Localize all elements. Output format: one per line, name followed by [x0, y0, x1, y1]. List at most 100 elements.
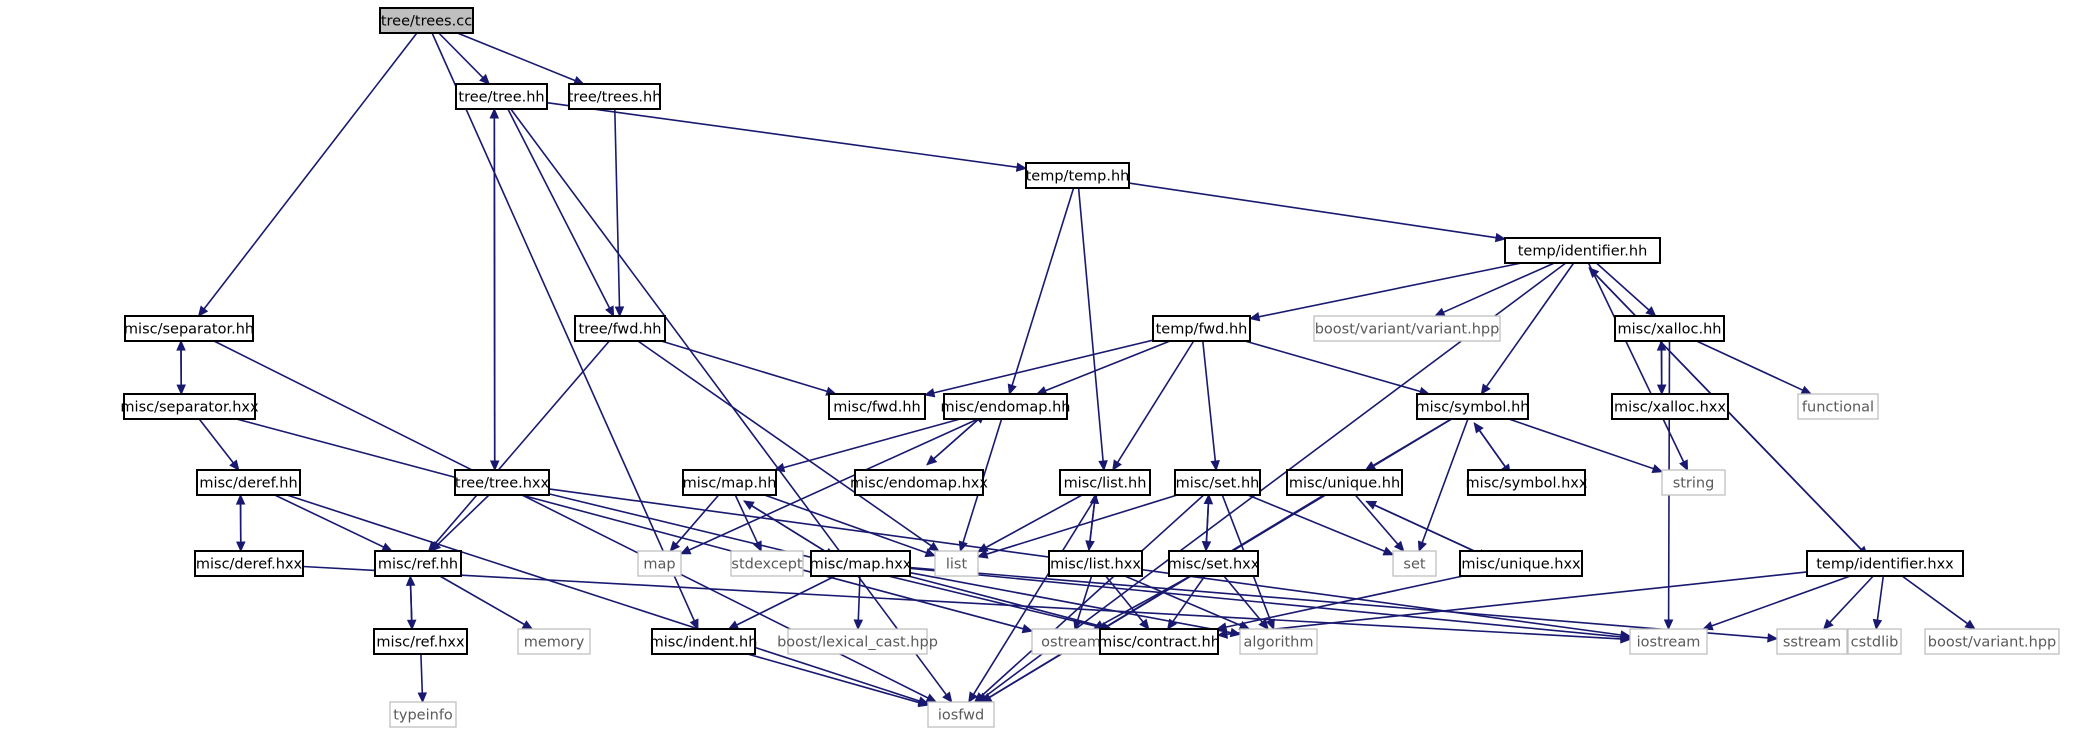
arrowhead-temp_identifier_hxx-to-misc_contract_hh [1216, 629, 1228, 639]
node-misc-unique-hh[interactable]: misc/unique.hh [1286, 469, 1403, 496]
node-misc-contract-hh[interactable]: misc/contract.hh [1098, 628, 1220, 655]
node-misc-endomap-hxx[interactable]: misc/endomap.hxx [850, 469, 988, 496]
node-label: misc/ref.hxx [376, 635, 465, 651]
node-label: misc/list.hxx [1050, 557, 1141, 573]
node-misc-separator-hh[interactable]: misc/separator.hh [124, 315, 254, 342]
edge-misc_set_hh-to-iosfwd [980, 494, 1205, 697]
node-tree-fwd-hh[interactable]: tree/fwd.hh [574, 315, 666, 342]
node-label: misc/xalloc.hxx [1614, 400, 1726, 416]
arrowhead-temp_temp_hh-to-misc_list_hh [1098, 460, 1108, 472]
edge-misc_set_hh-to-list [986, 494, 1178, 555]
node-box [1025, 162, 1130, 189]
edge-misc_unique_hxx-to-misc_unique_hh [1374, 504, 1489, 559]
node-misc-list-hh[interactable]: misc/list.hh [1059, 469, 1151, 496]
node-box [682, 469, 777, 496]
node-misc-map-hxx[interactable]: misc/map.hxx [810, 550, 912, 577]
edge-temp_identifier_hh-to-misc_symbol_hh [1485, 262, 1575, 388]
edge-temp_identifier_hxx-to-iostream [1711, 575, 1851, 627]
edge-misc_set_hxx-to-misc_set_hh [1205, 503, 1210, 551]
edge-tree_fwd_hh-to-misc_ref_hh [433, 340, 610, 545]
node-misc-deref-hh[interactable]: misc/deref.hh [196, 469, 301, 496]
node-label: misc/endomap.hxx [850, 476, 988, 492]
node-label: misc/set.hxx [1168, 557, 1260, 573]
edge-misc_map_hh-to-stdexcept [734, 494, 759, 544]
arrowhead-misc_xalloc_hh-to-iostream [1663, 619, 1674, 631]
arrowhead-tree_fwd_hh-to-list [928, 541, 940, 552]
arrowhead-misc_map_hh-to-stdexcept [752, 540, 762, 553]
node-misc-map-hh[interactable]: misc/map.hh [682, 469, 777, 496]
node-label: list [946, 557, 968, 573]
edge-misc_endomap_hh-to-misc_map_hh [783, 418, 961, 469]
edge-misc_map_hxx-to-misc_map_hh [751, 505, 835, 558]
node-tree-trees-cc[interactable]: tree/trees.cc [379, 7, 474, 34]
node-label: temp/fwd.hh [1156, 322, 1248, 338]
node-label: misc/symbol.hxx [1466, 476, 1588, 492]
node-misc-set-hh[interactable]: misc/set.hh [1174, 469, 1261, 496]
arrowhead-misc_endomap_hh-to-misc_map_hh [773, 462, 786, 473]
node-misc-ref-hh[interactable]: misc/ref.hh [374, 550, 462, 577]
node-label: tree/tree.hxx [455, 476, 550, 492]
node-cstdlib: cstdlib [1847, 628, 1902, 655]
node-tree-tree-hxx[interactable]: tree/tree.hxx [454, 469, 550, 496]
node-label: map [643, 557, 675, 573]
arrowhead-misc_set_hxx-to-misc_contract_hh [1166, 618, 1178, 631]
node-string: string [1661, 469, 1726, 496]
edge-temp_fwd_hh-to-misc_fwd_hh [933, 339, 1154, 394]
arrowhead-misc_deref_hxx-to-misc_deref_hh [235, 493, 246, 505]
node-label: misc/deref.hxx [196, 557, 303, 573]
node-tree-tree-hh[interactable]: tree/tree.hh [455, 83, 548, 110]
edge-misc_set_hh-to-set [1247, 494, 1386, 552]
node-label: misc/ref.hh [378, 557, 458, 573]
node-misc-fwd-hh[interactable]: misc/fwd.hh [828, 393, 926, 420]
node-label: misc/unique.hxx [1461, 557, 1581, 573]
edge-misc_unique_hh-to-iosfwd [988, 494, 1325, 698]
node-misc-ref-hxx[interactable]: misc/ref.hxx [373, 628, 468, 655]
node-label: misc/endomap.hh [941, 400, 1071, 416]
edge-misc_endomap_hh-to-map [688, 418, 979, 551]
node-box [1661, 469, 1726, 496]
node-tree-trees-hh[interactable]: tree/trees.hh [568, 83, 662, 110]
node-label: sstream [1783, 635, 1841, 651]
node-algorithm: algorithm [1239, 628, 1318, 655]
node-box [1174, 469, 1261, 496]
arrowhead-temp_temp_hh-to-temp_identifier_hh [1494, 232, 1507, 243]
node-misc-set-hxx[interactable]: misc/set.hxx [1168, 550, 1260, 577]
edge-temp_temp_hh-to-misc_endomap_hh [1011, 187, 1075, 386]
arrowhead-misc_separator_hxx-to-misc_separator_hh [176, 339, 186, 351]
node-misc-symbol-hxx[interactable]: misc/symbol.hxx [1466, 469, 1588, 496]
node-label: cstdlib [1851, 635, 1899, 651]
node-misc-list-hxx[interactable]: misc/list.hxx [1048, 550, 1143, 577]
node-misc-symbol-hh[interactable]: misc/symbol.hh [1416, 393, 1530, 420]
node-box [854, 469, 984, 496]
arrowhead-misc_set_hh-to-set [1382, 546, 1395, 556]
edge-misc_ref_hxx-to-misc_ref_hh [409, 585, 413, 630]
node-misc-deref-hxx[interactable]: misc/deref.hxx [194, 550, 304, 577]
node-misc-indent-hh[interactable]: misc/indent.hh [650, 628, 758, 655]
node-temp-identifier-hh[interactable]: temp/identifier.hh [1504, 237, 1661, 264]
arrowhead-temp_fwd_hh-to-misc_list_hh [1112, 459, 1122, 472]
node-label: iostream [1637, 635, 1701, 651]
node-misc-xalloc-hxx[interactable]: misc/xalloc.hxx [1611, 393, 1729, 420]
edge-temp_identifier_hxx-to-misc_contract_hh [1226, 571, 1808, 635]
node-temp-fwd-hh[interactable]: temp/fwd.hh [1152, 315, 1251, 342]
edge-temp_identifier_hxx-to-boost_variant_hpp [1901, 575, 1969, 625]
edge-misc_symbol_hxx-to-misc_symbol_hh [1478, 429, 1512, 475]
arrowhead-misc_indent_hh-to-iosfwd [917, 697, 930, 708]
node-box [651, 628, 756, 655]
node-box [1459, 550, 1583, 577]
node-misc-separator-hxx[interactable]: misc/separator.hxx [120, 393, 259, 420]
node-box [1059, 469, 1151, 496]
node-misc-endomap-hh[interactable]: misc/endomap.hh [941, 393, 1071, 420]
node-temp-identifier-hxx[interactable]: temp/identifier.hxx [1806, 550, 1964, 577]
edge-misc_xalloc_hh-to-functional [1696, 340, 1804, 391]
node-box [1504, 237, 1661, 264]
node-misc-xalloc-hh[interactable]: misc/xalloc.hh [1614, 315, 1725, 342]
node-temp-temp-hh[interactable]: temp/temp.hh [1025, 162, 1130, 189]
node-misc-unique-hxx[interactable]: misc/unique.hxx [1459, 550, 1583, 577]
edge-misc_set_hxx-to-algorithm [1223, 575, 1263, 623]
edge-tree_tree_hxx-to-tree_tree_hh [493, 117, 496, 471]
node-label: tree/tree.hh [458, 90, 544, 106]
edge-misc_list_hh-to-list [985, 494, 1083, 549]
node-box [1416, 393, 1529, 420]
